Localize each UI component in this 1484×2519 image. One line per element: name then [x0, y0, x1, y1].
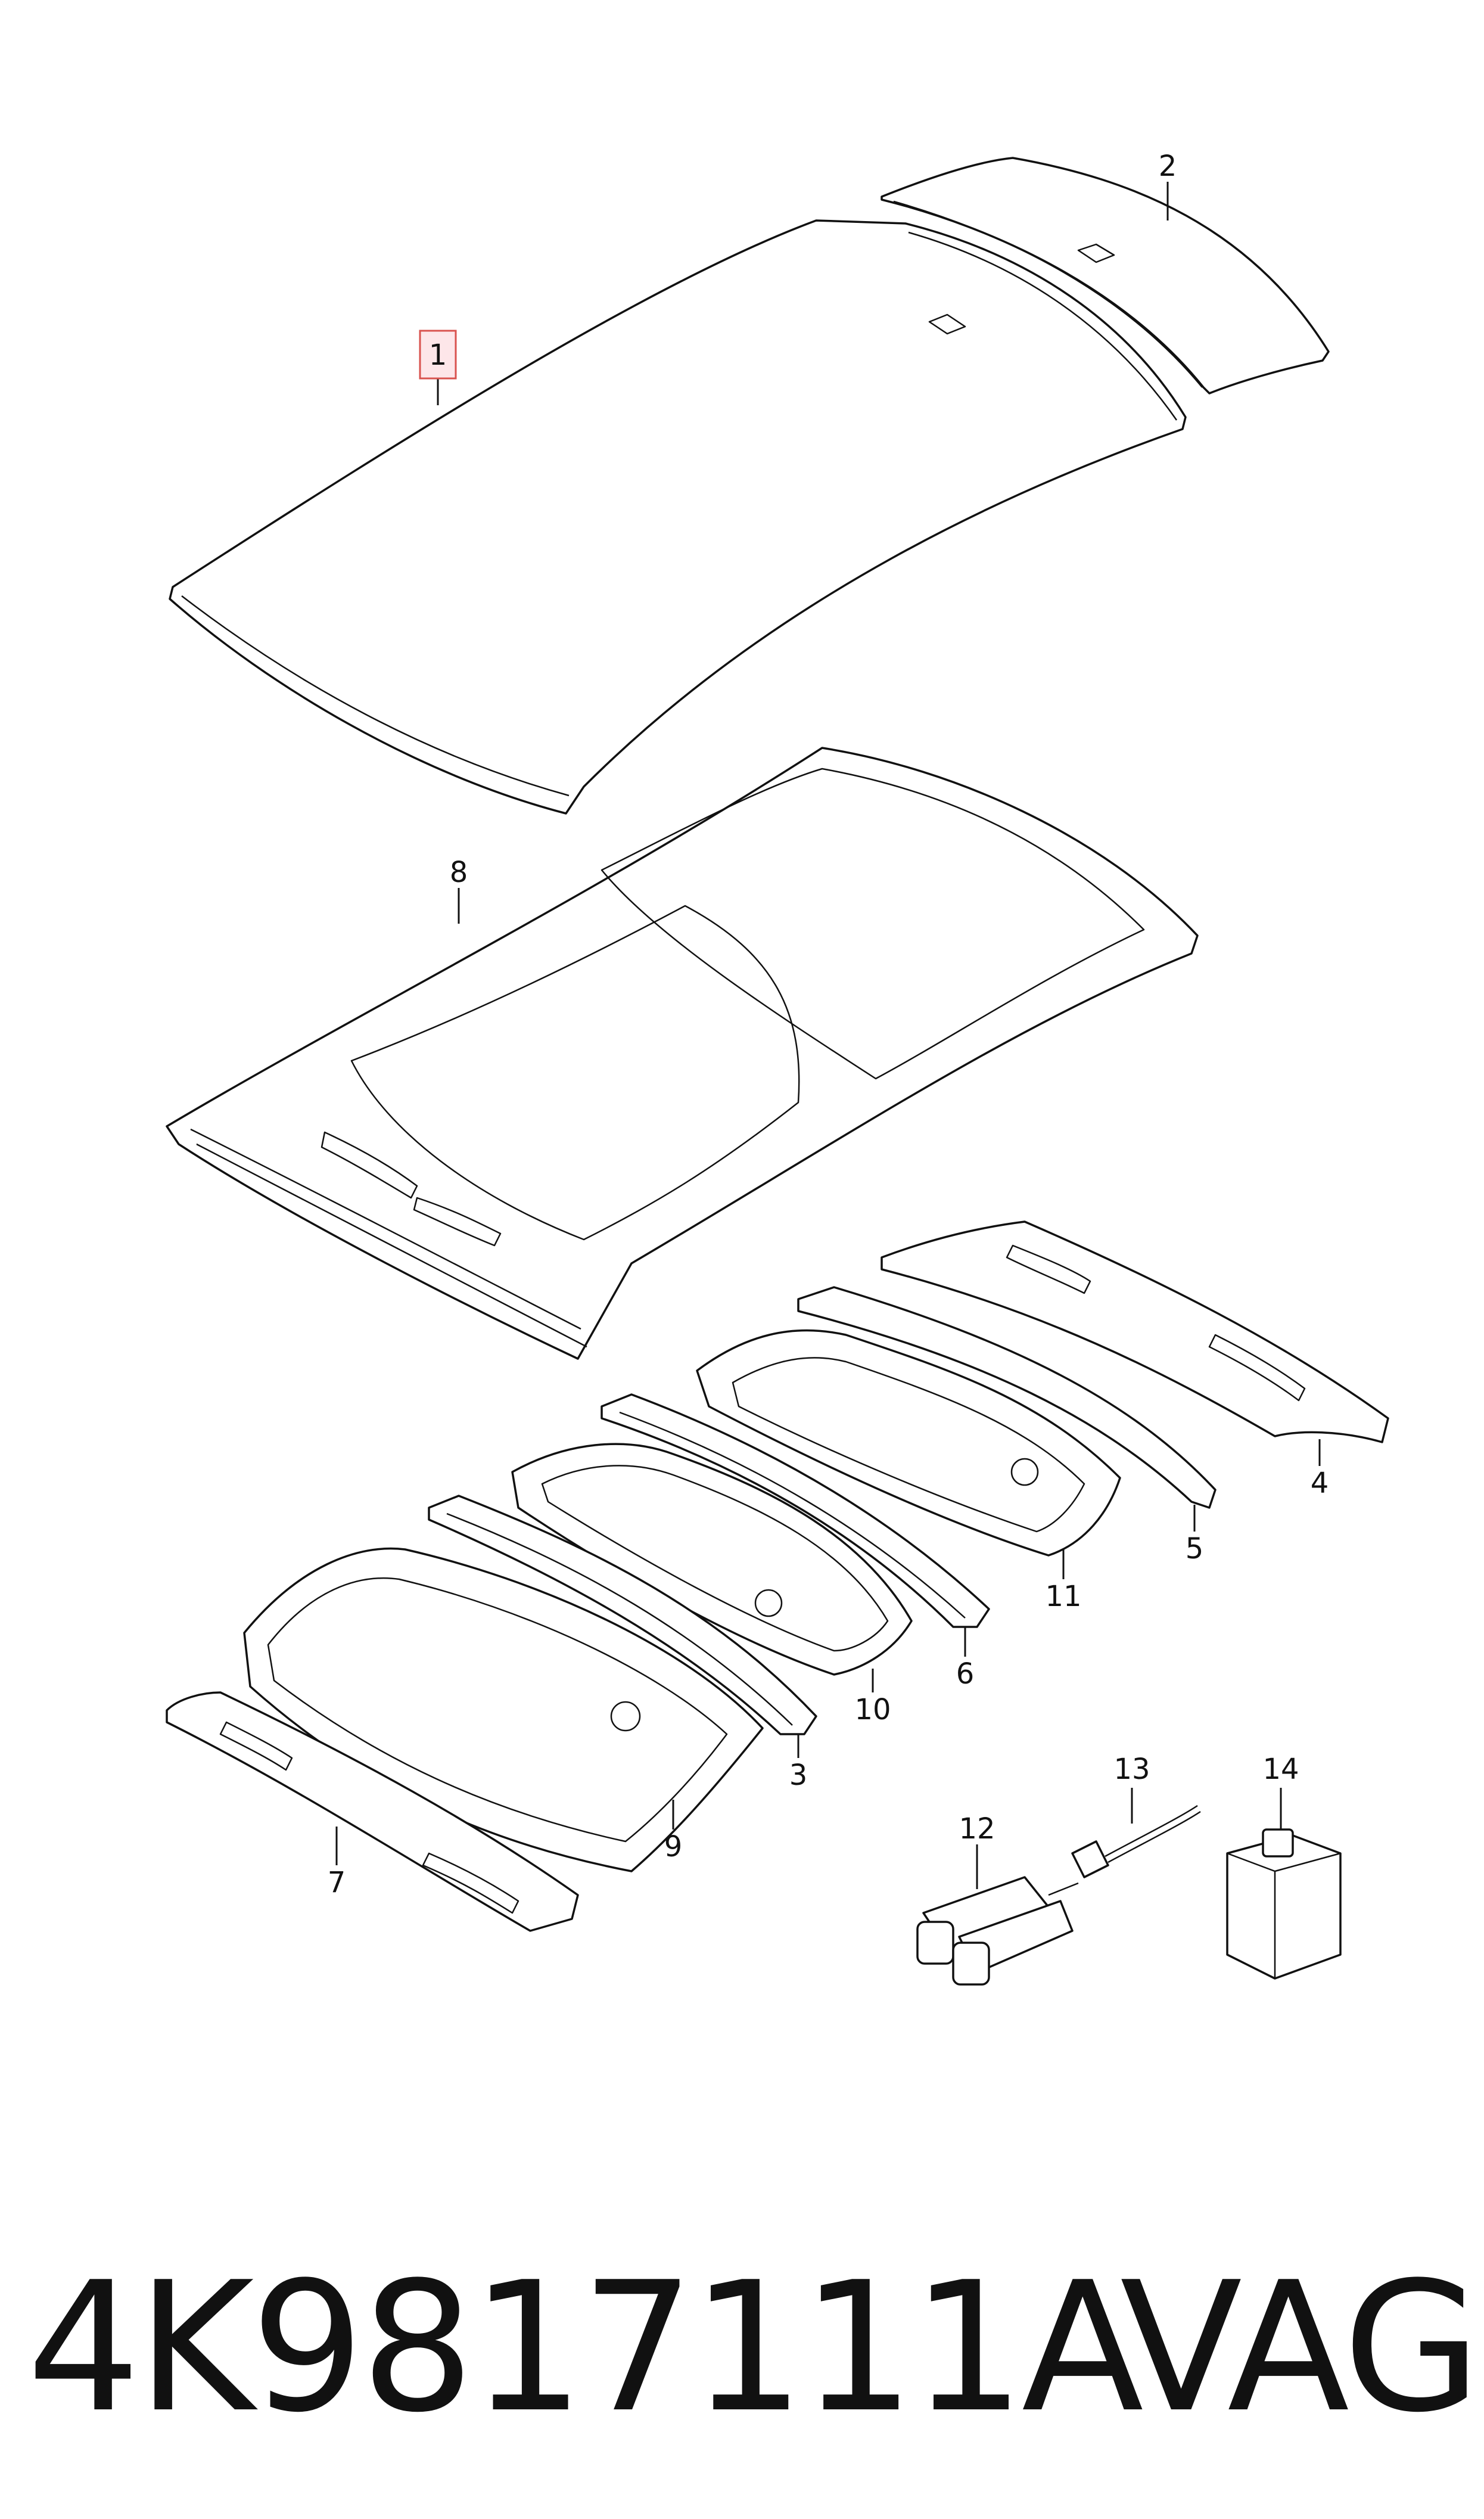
part-1-roof-panel: [169, 219, 1187, 815]
part-5-bow: [797, 1286, 1217, 1509]
part-7-rear-bow: [166, 1691, 579, 1932]
parts-diagram: 1 2 3 4 5 6 7 8 9 10 11 12 13 14: [166, 150, 1389, 1986]
label-1[interactable]: 1: [429, 338, 447, 372]
label-10[interactable]: 10: [854, 1693, 891, 1726]
label-2[interactable]: 2: [1159, 150, 1177, 183]
label-5[interactable]: 5: [1186, 1532, 1204, 1566]
part-labels: 1 2 3 4 5 6 7 8 9 10 11 12 13 14: [328, 150, 1329, 1899]
label-7[interactable]: 7: [328, 1866, 346, 1899]
part-6-bow: [601, 1393, 990, 1628]
label-12[interactable]: 12: [959, 1812, 995, 1846]
part-12-cartridge: [916, 1876, 1079, 1986]
label-9[interactable]: 9: [664, 1830, 683, 1863]
label-4[interactable]: 4: [1311, 1467, 1329, 1500]
part-number: 4K9817111A: [27, 2244, 1144, 2452]
label-11[interactable]: 11: [1045, 1580, 1081, 1613]
part-2-rear-roof-piece: [881, 157, 1330, 395]
part-3-bow: [428, 1495, 817, 1735]
footer-caption: 4K9817111A VAG: [0, 2241, 1484, 2455]
label-13[interactable]: 13: [1113, 1753, 1150, 1786]
label-14[interactable]: 14: [1262, 1753, 1299, 1786]
brand-name: VAG: [1120, 2244, 1481, 2452]
label-6[interactable]: 6: [956, 1657, 975, 1691]
part-13-nozzle: [1071, 1804, 1201, 1878]
part-4-bow: [881, 1220, 1389, 1443]
label-3[interactable]: 3: [789, 1759, 808, 1792]
part-1-highlight: [419, 330, 457, 380]
part-11-pad: [696, 1329, 1121, 1557]
leader-lines: [335, 182, 1321, 1889]
part-14-container: [1226, 1828, 1342, 1980]
part-8-roof-frame: [166, 747, 1199, 1360]
label-8[interactable]: 8: [450, 856, 468, 889]
